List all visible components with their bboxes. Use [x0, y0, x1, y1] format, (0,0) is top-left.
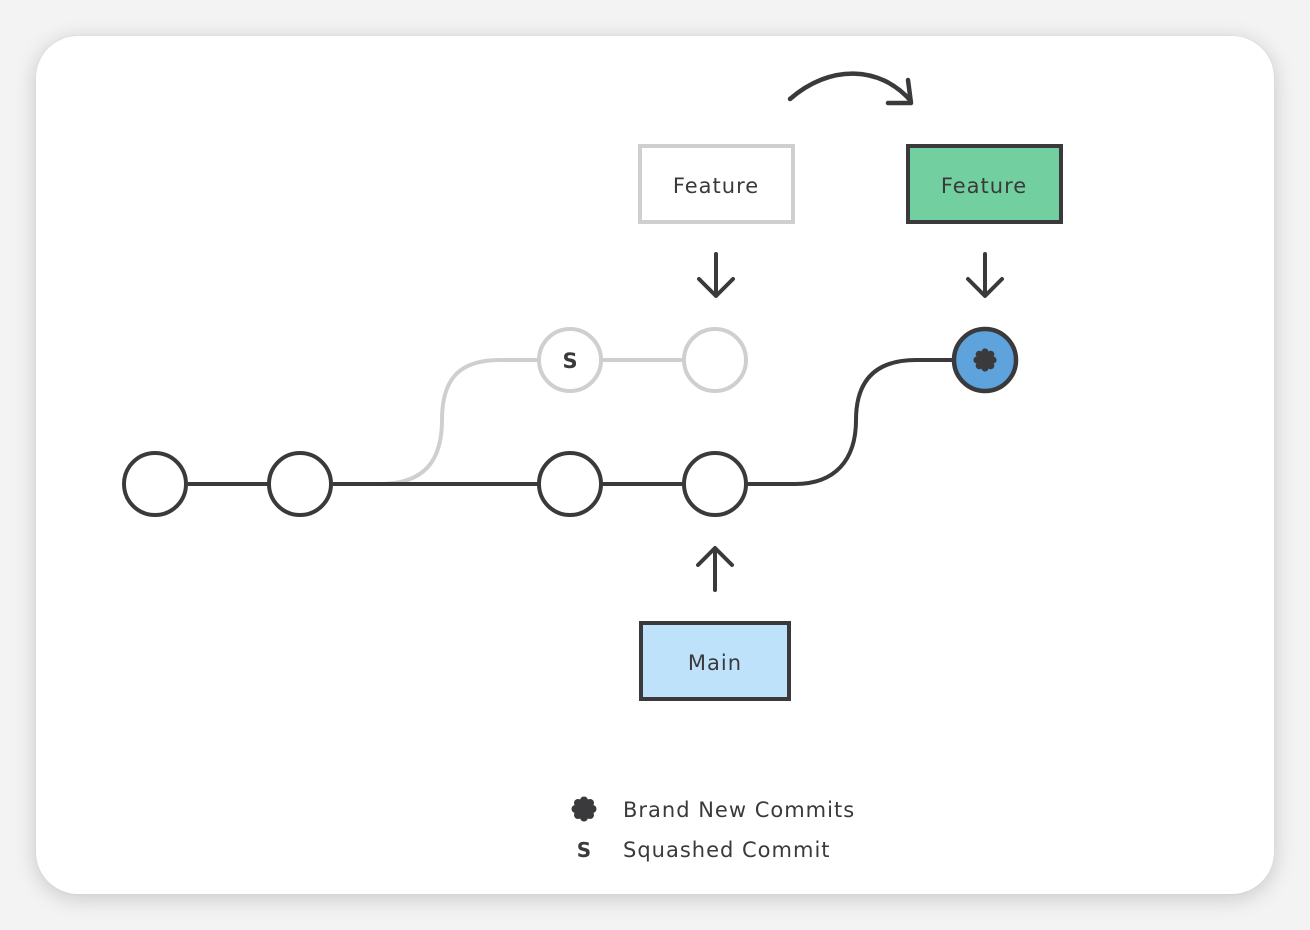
- old-feature-label-box: [638, 144, 795, 224]
- old-feature-commit: [682, 327, 748, 393]
- new-feature-label: Feature: [941, 174, 1027, 198]
- legend-squashed-symbol: S: [577, 838, 591, 862]
- main-commit-1: [122, 451, 188, 517]
- asterisk-icon: [973, 348, 997, 372]
- main-label-box: [639, 621, 791, 701]
- old-feature-label: Feature: [673, 174, 759, 198]
- legend-brand-new-commits: Brand New Commits: [623, 798, 855, 822]
- curved-arrow-icon: [787, 71, 914, 106]
- arrow-up-icon: [696, 546, 734, 592]
- main-label: Main: [688, 651, 742, 675]
- asterisk-icon: [571, 796, 597, 822]
- main-commit-2: [267, 451, 333, 517]
- new-feature-label-box: [906, 144, 1063, 224]
- old-squashed-commit: [537, 327, 603, 393]
- arrow-down-icon: [697, 252, 735, 298]
- main-commit-3: [537, 451, 603, 517]
- main-commit-4: [682, 451, 748, 517]
- squashed-commit-mark: S: [562, 349, 577, 373]
- arrow-down-icon: [966, 252, 1004, 298]
- legend: Brand New Commits S Squashed Commit: [571, 796, 855, 862]
- old-feature-branch-line: [333, 358, 538, 486]
- legend-squashed-commit: Squashed Commit: [623, 838, 831, 862]
- new-feature-branch-line: [747, 358, 953, 486]
